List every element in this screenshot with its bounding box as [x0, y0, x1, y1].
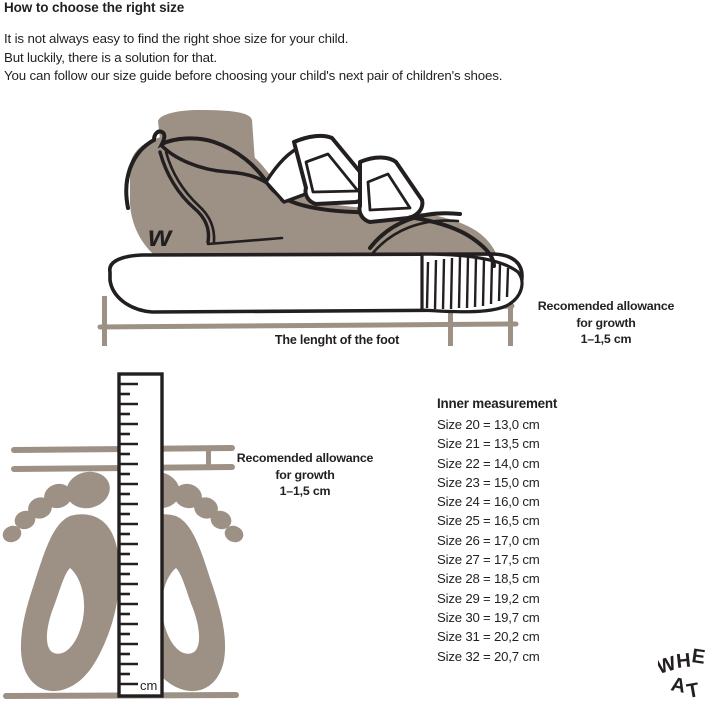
size-row: Size 22 = 14,0 cm: [437, 455, 540, 471]
shoe-allowance-line-1: Recomended allowance: [537, 299, 675, 313]
toe-cap-ribs: [425, 256, 510, 310]
size-table-title: Inner measurement: [437, 396, 558, 411]
size-row: Size 24 = 16,0 cm: [437, 494, 540, 510]
left-foot: [2, 471, 120, 692]
ruler-unit-label: cm: [140, 678, 157, 693]
svg-text:T: T: [685, 679, 701, 703]
intro-line-1: It is not always easy to find the right …: [4, 31, 349, 46]
intro-line-2: But luckily, there is a solution for tha…: [4, 49, 217, 65]
size-row: Size 20 = 13,0 cm: [437, 417, 540, 432]
size-row: Size 21 = 13,5 cm: [437, 436, 540, 452]
size-row: Size 31 = 20,2 cm: [437, 629, 540, 645]
feet-allowance-label: Recomended allowance for growth 1–1,5 cm: [222, 450, 388, 500]
page-title: How to choose the right size: [4, 0, 185, 15]
wheat-brand-logo: W H E A T: [658, 646, 707, 703]
svg-text:H: H: [675, 650, 692, 673]
feet-allowance-line-1: Recomended allowance: [236, 451, 374, 465]
size-row: Size 28 = 18,5 cm: [437, 571, 540, 587]
size-row: Size 30 = 19,7 cm: [437, 609, 540, 625]
velcro-straps: [292, 133, 425, 224]
size-row: Size 26 = 17,0 cm: [437, 532, 540, 548]
size-row: Size 23 = 15,0 cm: [437, 474, 540, 490]
shoe-allowance-line-2: for growth: [576, 315, 636, 330]
intro-line-3: You can follow our size guide before cho…: [4, 68, 503, 83]
feet-ruler-illustration: cm: [2, 372, 244, 699]
shoe-allowance-label: Recomended allowance for growth 1–1,5 cm: [518, 298, 694, 348]
header-block: How to choose the right size It is not a…: [4, 0, 644, 86]
cm-ruler: cm: [117, 372, 164, 698]
svg-text:E: E: [690, 646, 706, 669]
svg-text:A: A: [669, 673, 688, 698]
size-row: Size 32 = 20,7 cm: [437, 648, 540, 664]
size-row: Size 25 = 16,5 cm: [437, 513, 540, 529]
size-table: Inner measurement Size 20 = 13,0 cm Size…: [437, 394, 667, 666]
size-row: Size 27 = 17,5 cm: [437, 552, 540, 568]
shoe-allowance-line-3: 1–1,5 cm: [580, 332, 632, 346]
feet-allowance-line-2: for growth: [275, 467, 335, 482]
shoe-heel-w-logo: w: [148, 220, 173, 253]
foot-length-label: The lenght of the foot: [274, 333, 400, 347]
size-row: Size 29 = 19,2 cm: [437, 590, 540, 606]
shoe-illustration: w: [97, 110, 524, 346]
feet-allowance-line-3: 1–1,5 cm: [279, 484, 331, 498]
svg-text:W: W: [658, 652, 679, 678]
